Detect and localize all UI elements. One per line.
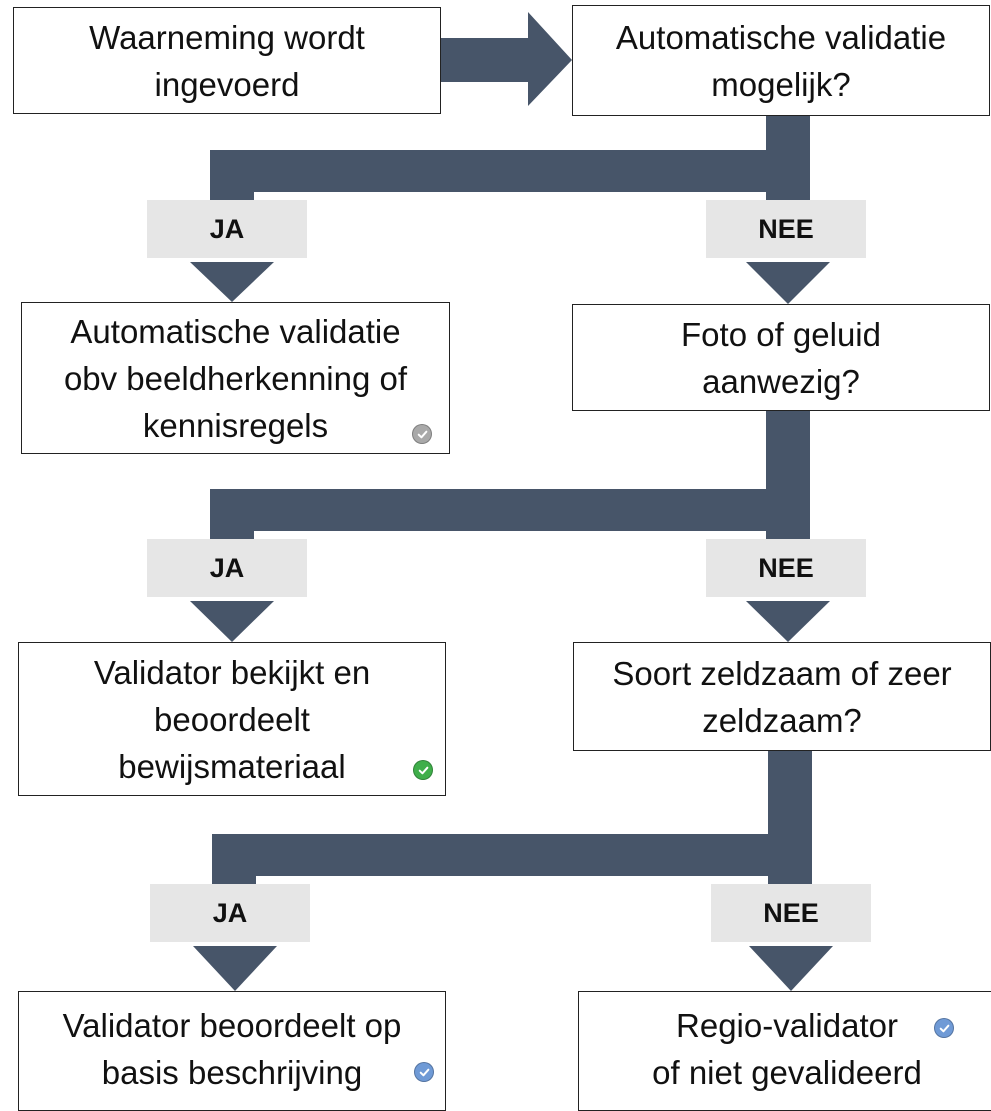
branch-bar-q2: [210, 489, 810, 531]
node-auto-validation-question: Automatische validatie mogelijk?: [572, 5, 990, 116]
node-validator-description: Validator beoordeelt op basis beschrijvin…: [18, 991, 446, 1111]
branch-bar-q1: [210, 150, 810, 192]
arrow-head-yes-3: [193, 946, 277, 991]
branch-bar-q3: [212, 834, 812, 876]
node-text-line: aanwezig?: [702, 362, 860, 400]
node-text-line: Waarneming wordt: [89, 18, 365, 56]
node-photo-sound-question: Foto of geluid aanwezig?: [572, 304, 990, 411]
branch-left-stem-3: [212, 834, 256, 884]
arrow-head-no-3: [749, 946, 833, 991]
node-text-line: Automatische validatie: [615, 18, 947, 56]
node-regional-validator: Regio-validator of niet gevalideerd: [578, 991, 991, 1111]
node-text-line: bewijsmateriaal: [118, 747, 346, 785]
branch-right-stem-1: [766, 150, 810, 200]
node-text-line: ingevoerd: [154, 65, 300, 103]
branch-left-stem-1: [210, 150, 254, 200]
label-no-3: NEE: [711, 884, 871, 942]
arrow-head-yes-2: [190, 601, 274, 642]
check-green-icon: [413, 760, 433, 780]
node-text-line: mogelijk?: [711, 65, 851, 103]
node-text-line: Validator bekijkt en: [93, 653, 371, 691]
check-blue-icon: [934, 1018, 954, 1038]
node-text-line: zeldzaam?: [702, 701, 862, 739]
arrow-head-no-1: [746, 262, 830, 304]
node-text-line: obv beeldherkenning of: [63, 359, 408, 397]
label-no-1: NEE: [706, 200, 866, 258]
arrow-start-to-q1: [441, 12, 572, 106]
node-text-line: kennisregels: [142, 406, 329, 444]
check-grey-icon: [412, 424, 432, 444]
branch-right-stem-3: [768, 834, 812, 884]
branch-right-stem-2: [766, 489, 810, 539]
node-observation-entered: Waarneming wordt ingevoerd: [13, 7, 441, 114]
node-text-line: beoordeelt: [154, 700, 310, 738]
node-text-line: of niet gevalideerd: [652, 1054, 922, 1091]
node-rarity-question: Soort zeldzaam of zeer zeldzaam?: [573, 642, 991, 751]
node-text-line: Soort zeldzaam of zeer: [612, 654, 952, 692]
branch-left-stem-2: [210, 489, 254, 539]
node-text-line: basis beschrijving: [101, 1054, 363, 1091]
check-blue-icon: [414, 1062, 434, 1082]
node-text-line: Automatische validatie: [70, 312, 401, 350]
node-text-line: Regio-validator: [676, 1007, 898, 1044]
node-validator-reviews-evidence: Validator bekijkt en beoordeelt bewijsmate…: [18, 642, 446, 796]
label-yes-3: JA: [150, 884, 310, 942]
label-no-2: NEE: [706, 539, 866, 597]
node-auto-validation-result: Automatische validatie obv beeldherkennin…: [21, 302, 450, 454]
node-text-line: Foto of geluid: [681, 315, 881, 353]
label-yes-1: JA: [147, 200, 307, 258]
node-text-line: Validator beoordeelt op: [62, 1007, 402, 1044]
label-yes-2: JA: [147, 539, 307, 597]
arrow-head-no-2: [746, 601, 830, 642]
arrow-head-yes-1: [190, 262, 274, 302]
